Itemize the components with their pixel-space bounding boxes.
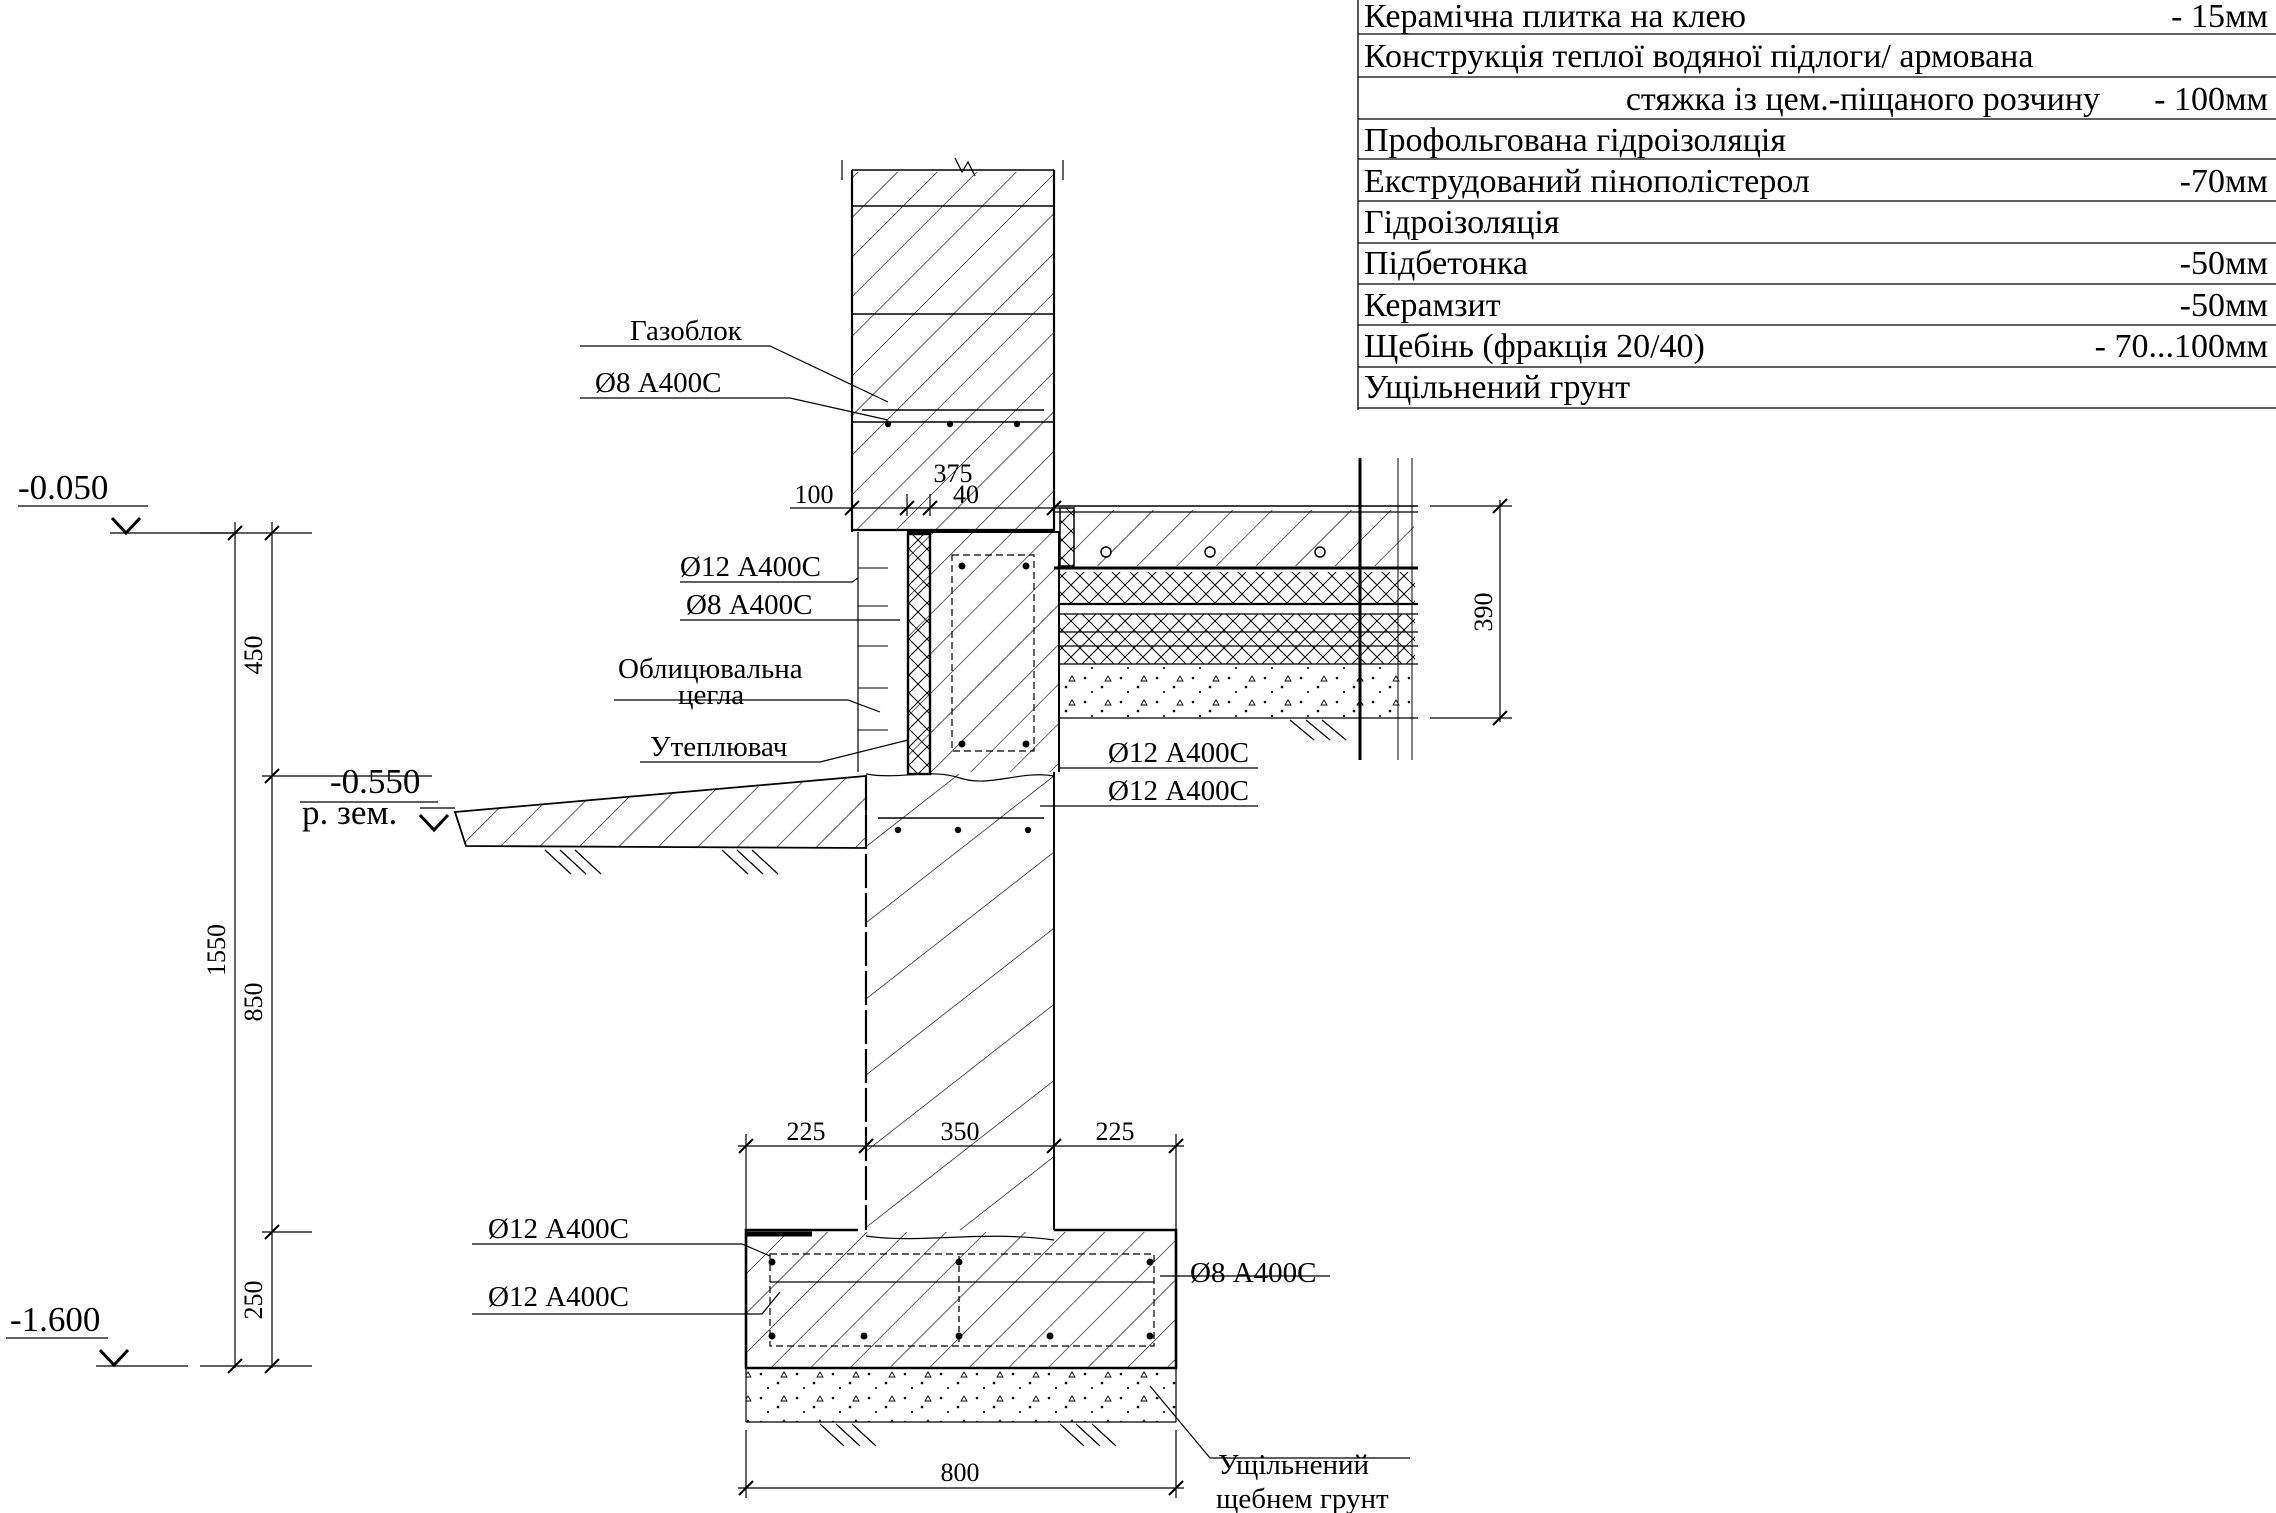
level-top-label: -0.050 [18,468,108,507]
callout-insulation: Утеплювач [650,731,787,763]
table-row-8-value: -50мм [2180,287,2268,324]
dim-middle-850: 850 [239,983,268,1022]
callout-facing-brick-2: цегла [678,679,744,711]
callout-rebar-grillage-1: Ø12 А400С [680,551,821,583]
foundation-dimensions [738,1134,1184,1498]
table-row-7-value: -50мм [2180,245,2268,282]
table-row-7-name: Підбетонка [1364,245,1528,282]
table-row-10-name: Ущільнений грунт [1364,369,1630,406]
table-row-5-value: -70мм [2180,163,2268,200]
insulation-layer [906,532,932,776]
vertical-dimensions [200,522,312,1374]
floor-pie [1054,458,1418,760]
callout-rebar-right-1: Ø12 А400С [1108,737,1249,769]
level-mark-top: -0.050 [18,468,236,536]
dim-footing-width-800: 800 [941,1458,980,1487]
callout-gazoblok: Газоблок [630,315,743,347]
table-row-1-value: - 15мм [2171,0,2268,35]
table-row-9-name: Щебінь (фракція 20/40) [1364,328,1705,365]
dim-upper-450: 450 [239,636,268,675]
callout-facing-brick-1: Облицювальна [618,653,803,685]
dim-wall-375: 375 [934,459,973,488]
callout-compacted-1: Ущільнений [1218,1449,1369,1481]
dim-wall-40: 40 [953,480,979,509]
foundation-wall [864,772,1055,1230]
dim-floor-390: 390 [1469,593,1498,632]
level-ground-label: -0.550 [330,762,420,801]
callout-rebar-footing-right: Ø8 А400С [1190,1257,1316,1289]
facing-brick [857,532,888,772]
table-row-1-name: Керамічна плитка на клею [1364,0,1746,35]
dim-lower-250: 250 [239,1281,268,1320]
level-bottom-label: -1.600 [10,1300,100,1339]
blind-area [453,775,867,875]
callout-rebar-footing-2: Ø12 А400С [488,1281,629,1313]
callout-rebar-right-2: Ø12 А400С [1108,775,1249,807]
grillage-beam [907,531,1060,772]
wall-dimensions [790,494,1062,516]
floor-dimension [1430,498,1512,726]
strip-footing [744,1228,1178,1447]
dim-footing-right-225: 225 [1096,1117,1135,1146]
callout-rebar-footing-1: Ø12 А400С [488,1213,629,1245]
callout-rebar-grillage-2: Ø8 А400С [686,589,812,621]
level-mark-ground: -0.550 р. зем. [300,762,455,833]
table-row-3-name: стяжка із цем.-піщаного розчину [1626,81,2100,118]
callout-rebar-block: Ø8 А400С [595,367,721,399]
table-row-6-name: Гідроізоляція [1364,204,1560,241]
table-row-5-name: Екструдований пінополістерол [1364,163,1810,200]
dim-footing-left-225: 225 [787,1117,826,1146]
callout-leaders [472,345,1410,1459]
gazoblok-wall [841,157,1064,532]
dim-wall-100: 100 [795,480,834,509]
dim-footing-center-350: 350 [941,1117,980,1146]
level-ground-note: р. зем. [302,793,397,832]
table-row-3-value: - 100мм [2154,81,2268,118]
dim-total-1550: 1550 [202,924,231,976]
table-row-4-name: Профольгована гідроізоляція [1364,122,1786,159]
table-row-2-name: Конструкція теплої водяної підлоги/ армо… [1364,38,2033,75]
callout-compacted-2: щебнем грунт [1216,1483,1389,1513]
level-mark-bottom: -1.600 [6,1300,188,1368]
layers-table: Керамічна плитка на клею - 15мм Конструк… [1357,0,2276,410]
table-row-8-name: Керамзит [1364,287,1501,324]
table-row-9-value: - 70...100мм [2095,328,2268,365]
